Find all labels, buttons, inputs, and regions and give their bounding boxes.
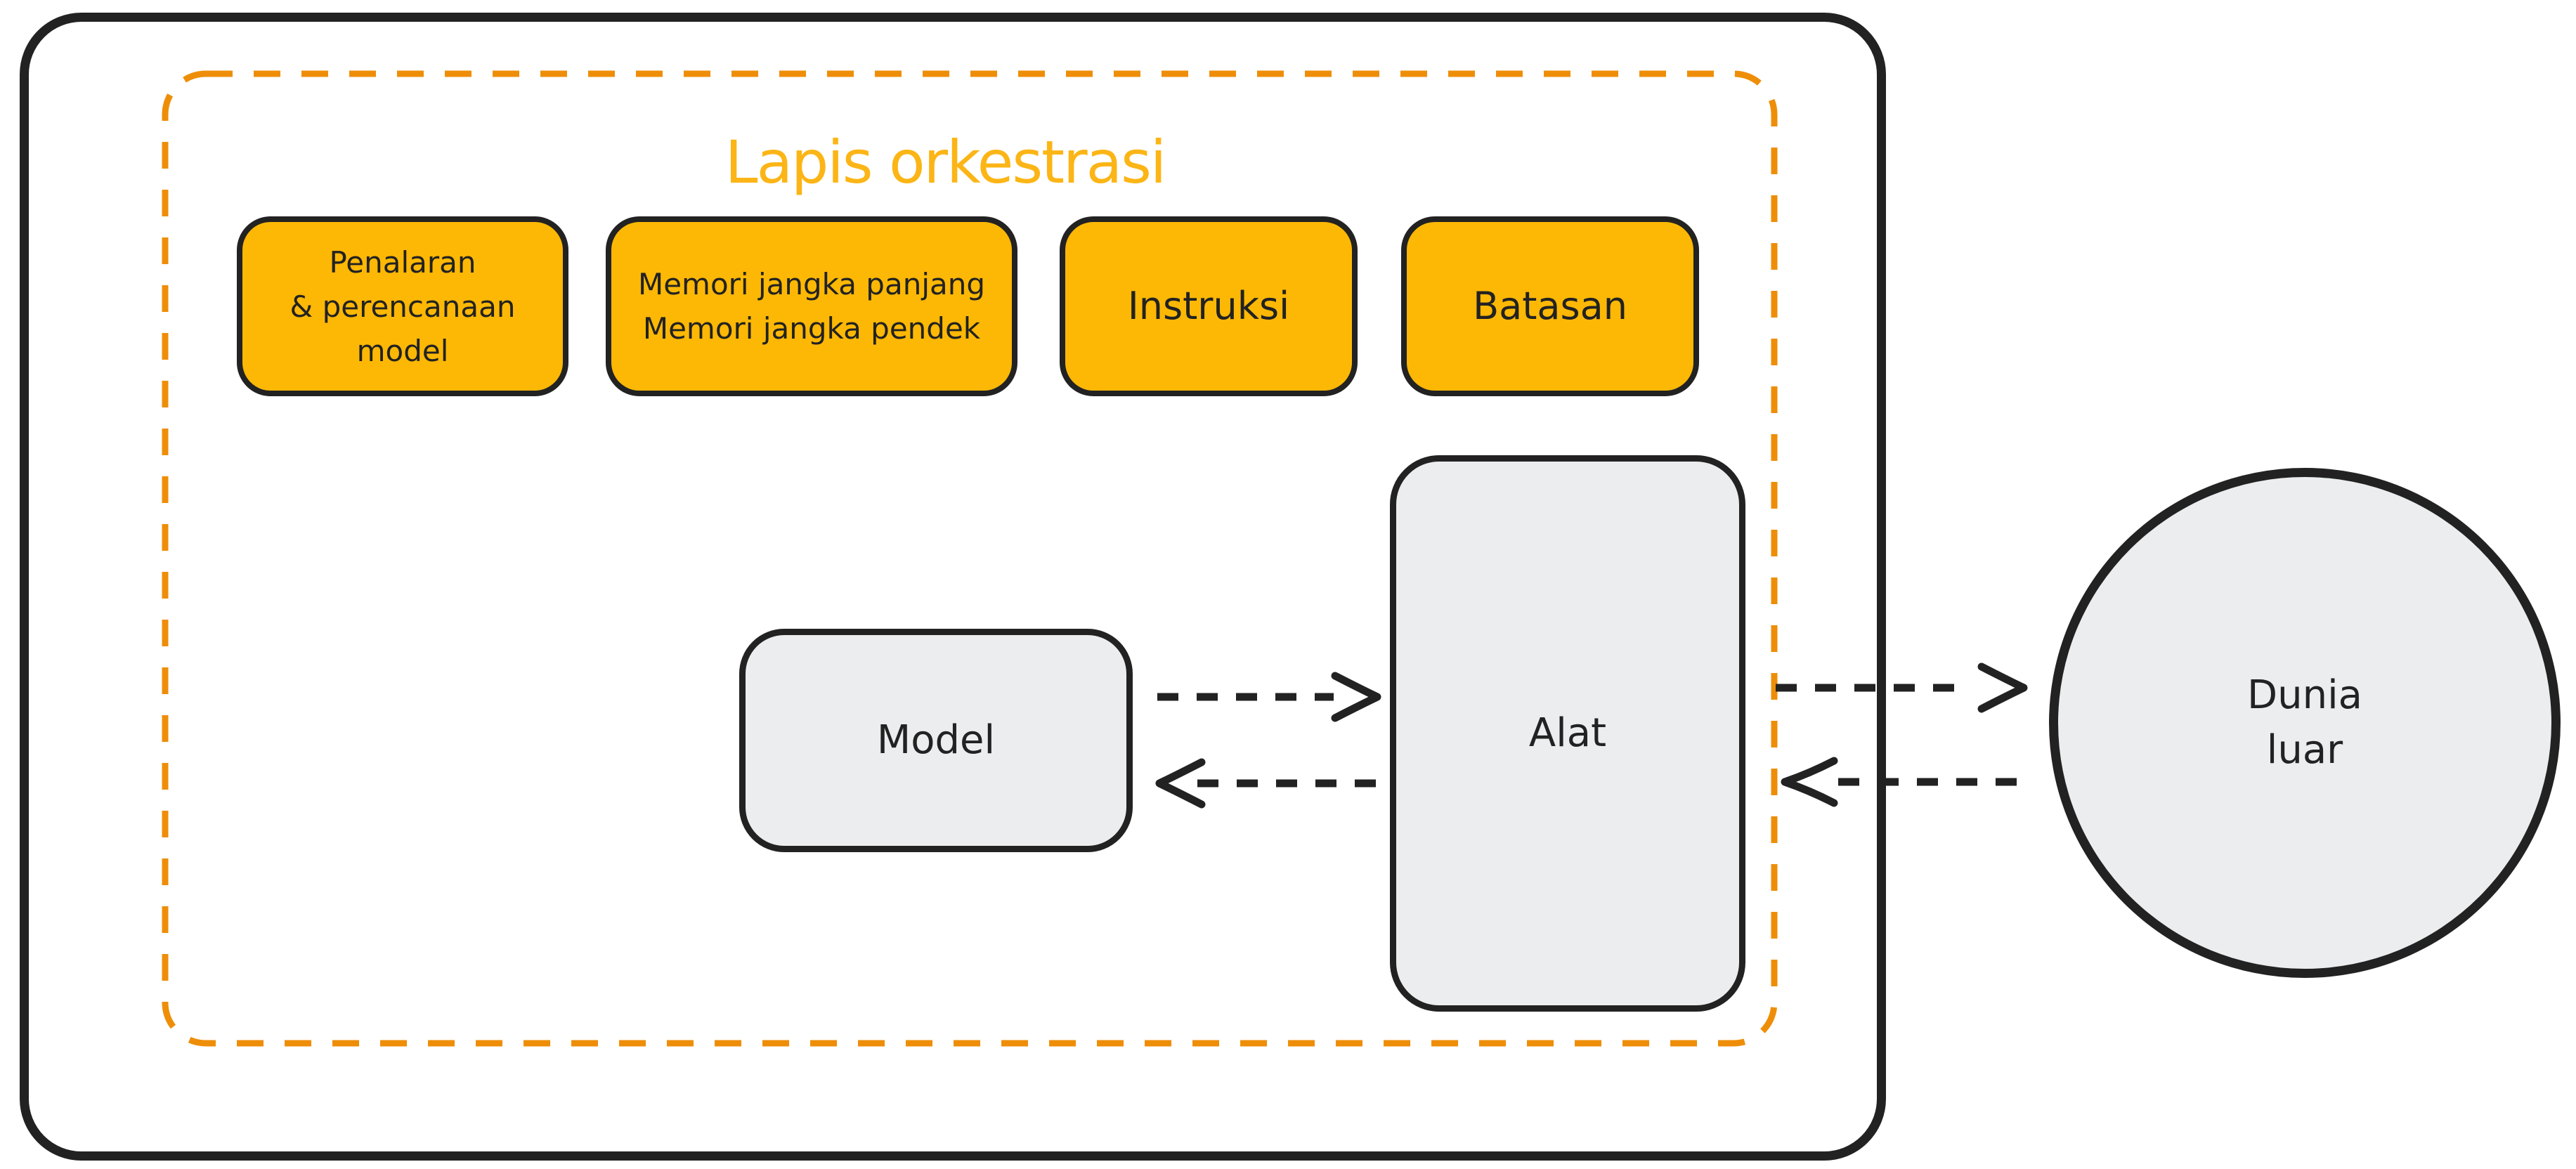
arrow-model-to-tools <box>1157 672 1381 722</box>
tools-node-label: Alat <box>1528 710 1607 756</box>
orchestration-dashed-border <box>162 70 1778 1047</box>
arrow-world-to-tools <box>1781 757 2017 807</box>
component-memory-label: Memori jangka panjang Memori jangka pend… <box>637 267 986 346</box>
orchestration-layer-box <box>162 70 1778 1047</box>
arrowhead-right-icon <box>1977 662 2028 713</box>
arrow-tools-to-model <box>1155 758 1376 809</box>
outside-world-label: Dunia luar <box>2247 672 2362 773</box>
model-node-label: Model <box>876 717 996 763</box>
arrow-tools-to-world <box>1776 662 2028 713</box>
arrowhead-left-icon <box>1781 757 1838 807</box>
component-guardrails: Batasan <box>1401 216 1699 396</box>
component-instructions-label: Instruksi <box>1127 284 1290 328</box>
component-guardrails-label: Batasan <box>1473 284 1627 328</box>
arrowhead-left-icon <box>1155 758 1206 809</box>
component-instructions: Instruksi <box>1060 216 1358 396</box>
model-node: Model <box>739 629 1133 852</box>
component-reasoning-planning: Penalaran & perencanaan model <box>237 216 568 396</box>
arrowhead-right-icon <box>1331 672 1381 722</box>
tools-node: Alat <box>1390 455 1745 1012</box>
orchestration-layer-title: Lapis orkestrasi <box>724 128 1166 197</box>
outside-world-circle: Dunia luar <box>2049 468 2561 978</box>
component-reasoning-planning-label: Penalaran & perencanaan model <box>290 244 516 368</box>
component-memory: Memori jangka panjang Memori jangka pend… <box>606 216 1017 396</box>
